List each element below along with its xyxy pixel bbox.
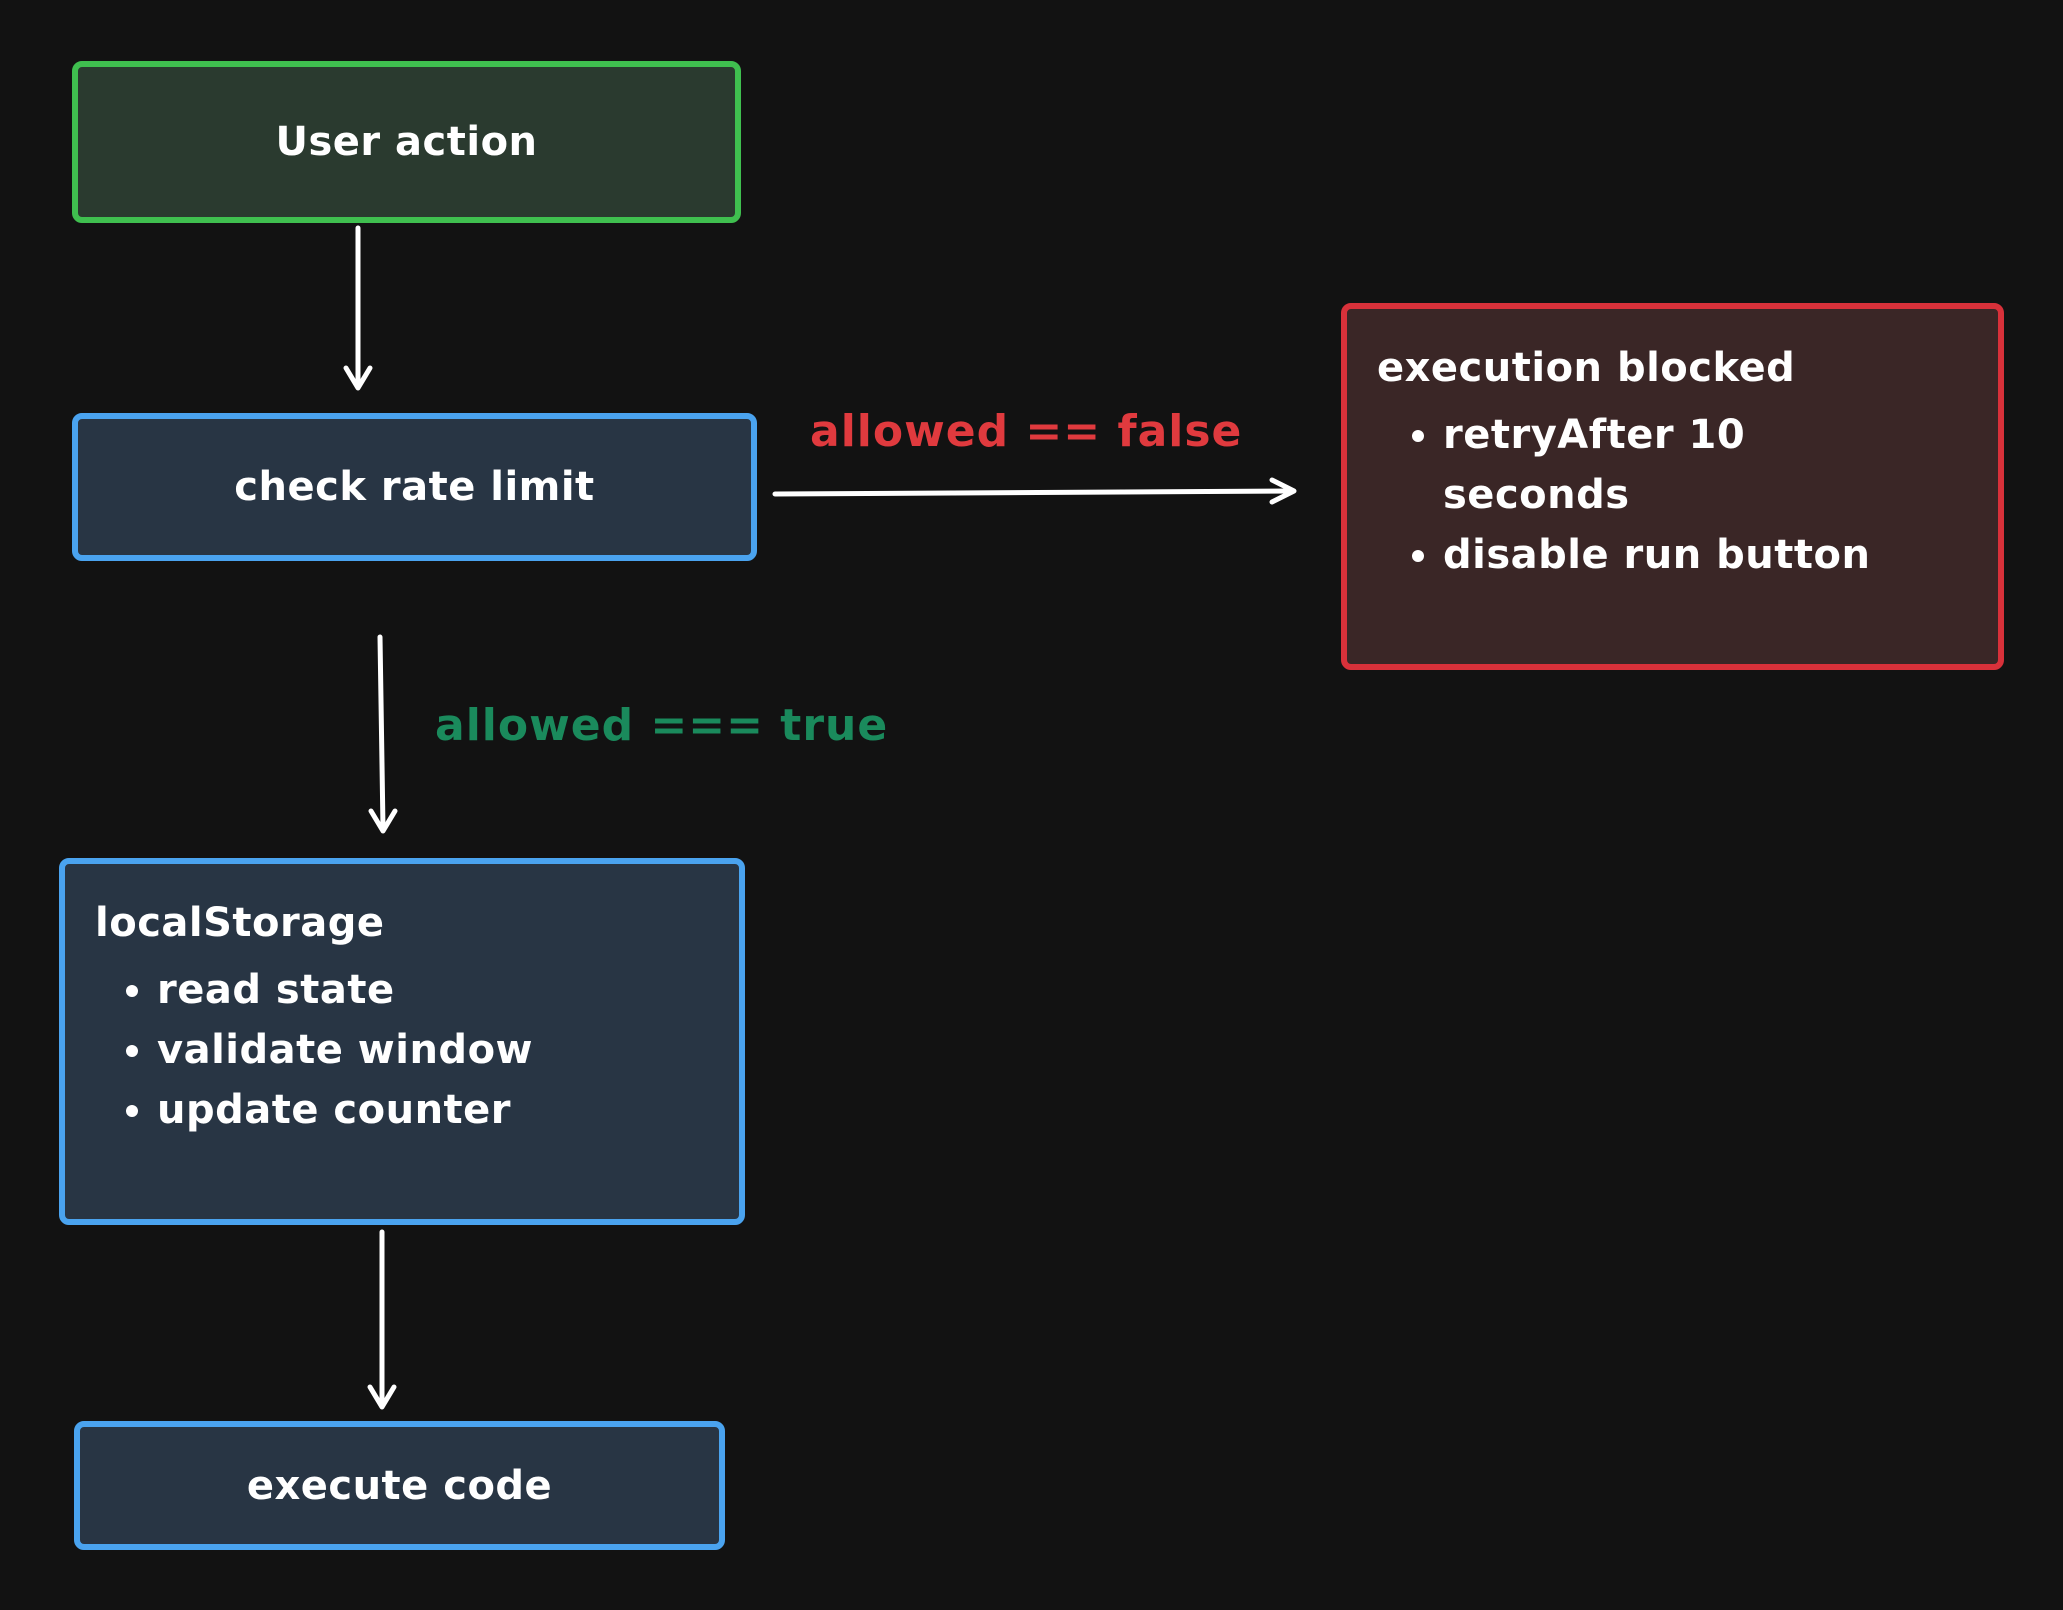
execution-blocked-list: retryAfter 10 seconds disable run button: [1407, 405, 1923, 585]
list-item: retryAfter 10 seconds: [1443, 405, 1923, 525]
arrow-user-to-check: [343, 225, 373, 391]
local-storage-node: localStorage read state validate window …: [59, 858, 745, 1225]
execute-code-node: execute code: [74, 1421, 725, 1550]
list-item: disable run button: [1443, 525, 1923, 585]
check-rate-limit-label: check rate limit: [234, 464, 595, 510]
check-rate-limit-node: check rate limit: [72, 413, 757, 561]
arrow-check-to-blocked: [772, 477, 1297, 505]
arrow-check-to-storage: [368, 634, 398, 834]
user-action-node: User action: [72, 61, 741, 223]
arrow-storage-to-execute: [367, 1229, 397, 1410]
user-action-label: User action: [275, 119, 538, 165]
list-item: update counter: [157, 1080, 717, 1140]
execution-blocked-title: execution blocked: [1377, 345, 1796, 391]
list-item: validate window: [157, 1020, 717, 1080]
allowed-true-label: allowed === true: [435, 700, 889, 751]
execute-code-label: execute code: [246, 1462, 553, 1509]
list-item: read state: [157, 960, 717, 1020]
allowed-false-label: allowed == false: [810, 406, 1243, 457]
local-storage-title: localStorage: [95, 900, 385, 946]
execution-blocked-node: execution blocked retryAfter 10 seconds …: [1341, 303, 2004, 670]
local-storage-list: read state validate window update counte…: [121, 960, 717, 1140]
